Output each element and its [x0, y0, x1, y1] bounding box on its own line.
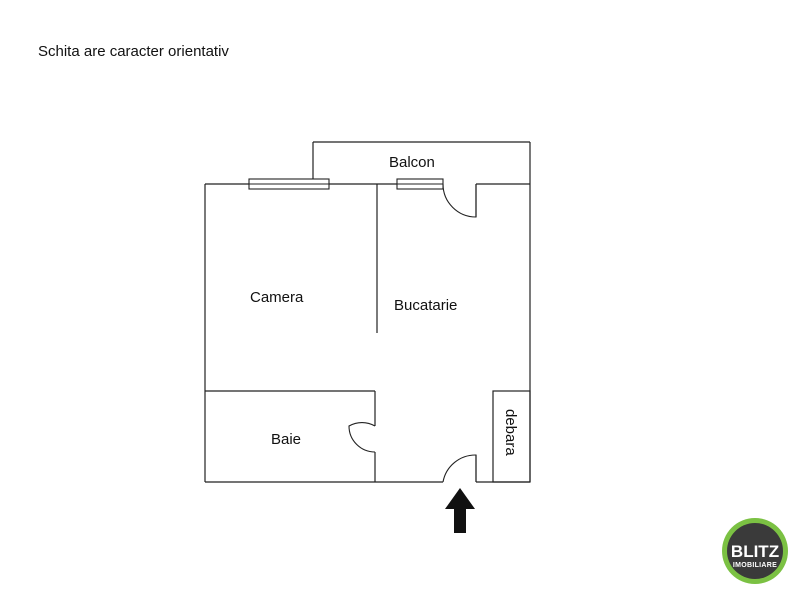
- logo-text-blitz: BLITZ: [731, 542, 779, 561]
- label-bucatarie: Bucatarie: [394, 297, 457, 314]
- label-debara: debara: [502, 409, 519, 456]
- label-baie: Baie: [271, 431, 301, 448]
- door-entrance: [442, 454, 477, 483]
- door-balcony: [442, 183, 477, 218]
- logo-text-imobiliare: IMOBILIARE: [733, 562, 777, 569]
- entrance-arrow-icon: [445, 488, 475, 533]
- door-bathroom: [348, 422, 376, 453]
- walls: [204, 141, 531, 483]
- logo-disc: [727, 523, 783, 579]
- label-camera: Camera: [250, 289, 304, 306]
- debara-closet: [492, 390, 531, 483]
- windows: [248, 178, 444, 190]
- label-balcon: Balcon: [389, 154, 435, 171]
- doors: [348, 183, 477, 483]
- blitz-imobiliare-logo: BLITZ IMOBILIARE: [722, 518, 788, 584]
- orientative-sketch-note: Schita are caracter orientativ: [38, 43, 229, 60]
